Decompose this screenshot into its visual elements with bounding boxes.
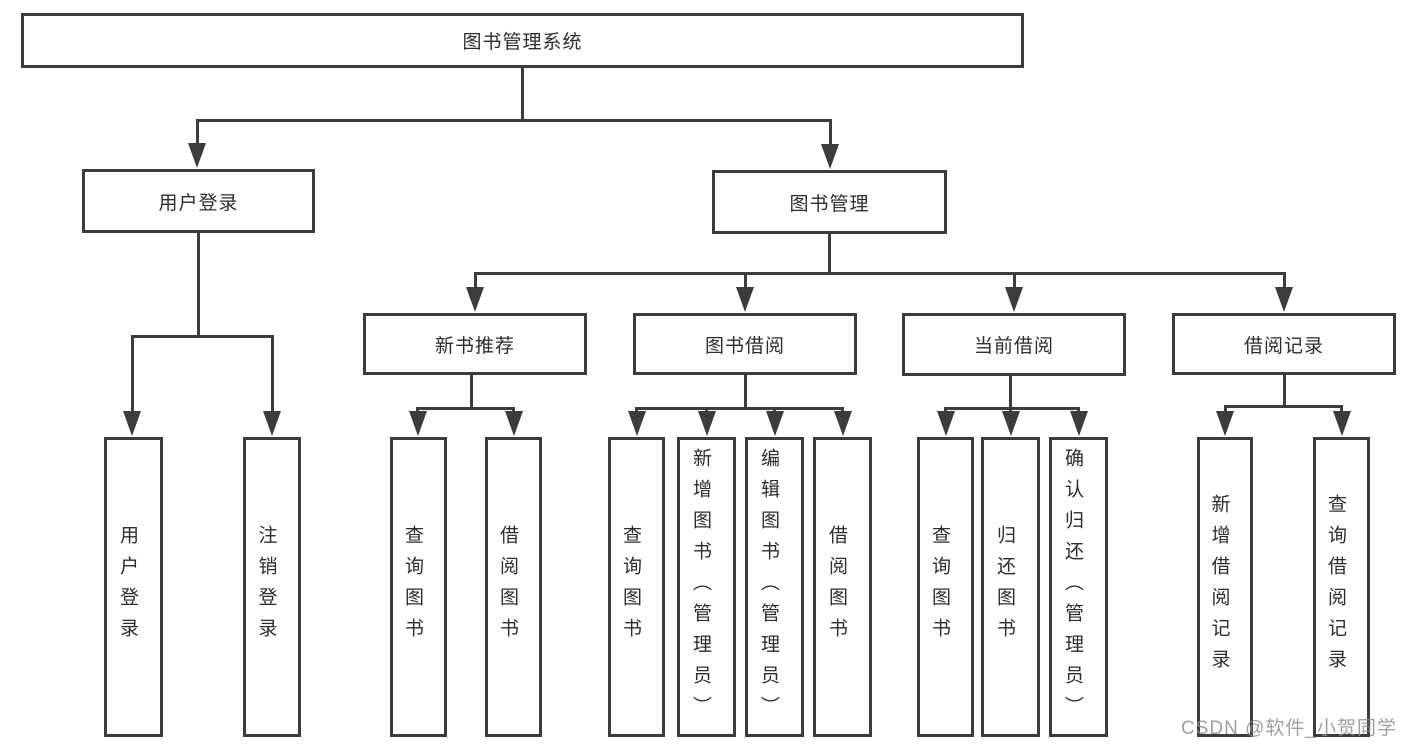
arrow-to-nbr-borrow xyxy=(512,407,515,411)
arrow-to-bb-add xyxy=(705,407,708,411)
arrow-to-new-book xyxy=(473,272,477,287)
node-user-login-label: 用户登录 xyxy=(158,192,239,214)
connector-book-borrow-stem xyxy=(743,375,747,410)
leaf-bb-borrow-books-label: 借阅图书 xyxy=(826,525,847,649)
node-user-login: 用户登录 xyxy=(82,169,315,233)
connector-current-borrow-stem xyxy=(1008,376,1012,410)
leaf-br-query-record-label: 查询借阅记录 xyxy=(1325,494,1346,680)
node-borrow-record-label: 借阅记录 xyxy=(1243,335,1324,357)
arrow-to-borrow-record xyxy=(1282,272,1286,287)
arrow-to-leaf-logout xyxy=(270,335,274,411)
arrow-to-leaf-user-login xyxy=(130,335,134,411)
node-borrow-record: 借阅记录 xyxy=(1172,313,1396,375)
watermark: CSDN @软件_小贺同学 xyxy=(1181,718,1397,739)
node-book-borrow: 图书借阅 xyxy=(633,313,857,375)
leaf-bb-query-books: 查询图书 xyxy=(608,437,665,737)
leaf-cb-query-books-label: 查询图书 xyxy=(929,525,950,649)
leaf-user-login-label: 用户登录 xyxy=(117,525,138,649)
leaf-user-login: 用户登录 xyxy=(104,437,163,737)
arrow-to-br-query xyxy=(1340,405,1343,411)
connector-book-management-bar xyxy=(473,272,1286,275)
leaf-logout-label: 注销登录 xyxy=(255,525,277,649)
connector-book-management-stem xyxy=(827,234,831,275)
node-new-book-recommend-label: 新书推荐 xyxy=(434,335,515,357)
arrow-to-nbr-query xyxy=(416,407,419,411)
leaf-nbr-borrow-books-label: 借阅图书 xyxy=(497,525,518,649)
node-book-management: 图书管理 xyxy=(712,170,947,234)
connector-current-borrow-bar xyxy=(944,407,1080,410)
leaf-cb-return-books-label: 归还图书 xyxy=(994,525,1015,649)
arrow-to-book-management xyxy=(828,119,832,144)
connector-root-stem xyxy=(521,68,524,122)
connector-root-bar xyxy=(196,119,832,122)
arrow-to-bb-edit xyxy=(773,407,776,411)
node-new-book-recommend: 新书推荐 xyxy=(363,313,587,375)
arrow-to-cb-confirm xyxy=(1077,407,1080,411)
leaf-bb-edit-books: 编辑图书（管理员） xyxy=(745,437,804,737)
leaf-nbr-query-books-label: 查询图书 xyxy=(402,525,423,649)
leaf-cb-confirm-return: 确认归还（管理员） xyxy=(1049,437,1108,737)
leaf-bb-add-books: 新增图书（管理员） xyxy=(677,437,736,737)
connector-borrow-record-bar xyxy=(1223,405,1342,408)
leaf-cb-return-books: 归还图书 xyxy=(981,437,1040,737)
arrow-to-cb-query xyxy=(944,407,947,411)
node-book-management-label: 图书管理 xyxy=(789,193,870,215)
arrow-to-current-borrow xyxy=(1012,272,1016,287)
node-current-borrow-label: 当前借阅 xyxy=(973,336,1054,357)
connector-user-login-stem xyxy=(196,233,200,338)
arrow-to-cb-return xyxy=(1009,407,1012,411)
leaf-bb-edit-books-label: 编辑图书（管理员） xyxy=(758,447,779,727)
leaf-cb-confirm-return-label: 确认归还（管理员） xyxy=(1062,447,1083,727)
leaf-br-add-record-label: 新增借阅记录 xyxy=(1208,494,1230,680)
node-root: 图书管理系统 xyxy=(21,13,1024,68)
connector-new-book-stem xyxy=(469,375,473,410)
leaf-cb-query-books: 查询图书 xyxy=(917,437,974,737)
leaf-br-query-record: 查询借阅记录 xyxy=(1313,437,1370,737)
leaf-br-add-record: 新增借阅记录 xyxy=(1197,437,1253,737)
leaf-bb-add-books-label: 新增图书（管理员） xyxy=(690,447,711,727)
node-book-borrow-label: 图书借阅 xyxy=(704,335,785,357)
arrow-to-user-login xyxy=(195,119,199,143)
connector-book-borrow-bar xyxy=(635,407,844,410)
leaf-bb-borrow-books: 借阅图书 xyxy=(813,437,872,737)
connector-borrow-record-stem xyxy=(1282,375,1286,408)
leaf-bb-query-books-label: 查询图书 xyxy=(620,525,641,649)
arrow-to-br-add xyxy=(1223,405,1227,411)
connector-user-login-bar xyxy=(130,335,274,338)
connector-new-book-bar xyxy=(416,407,515,410)
arrow-to-bb-query xyxy=(635,407,638,411)
leaf-nbr-query-books: 查询图书 xyxy=(390,437,447,737)
node-root-label: 图书管理系统 xyxy=(462,32,583,53)
arrow-to-book-borrow xyxy=(743,272,747,287)
node-current-borrow: 当前借阅 xyxy=(902,313,1126,376)
leaf-logout: 注销登录 xyxy=(243,437,301,737)
arrow-to-bb-borrow xyxy=(841,407,844,411)
leaf-nbr-borrow-books: 借阅图书 xyxy=(485,437,542,737)
